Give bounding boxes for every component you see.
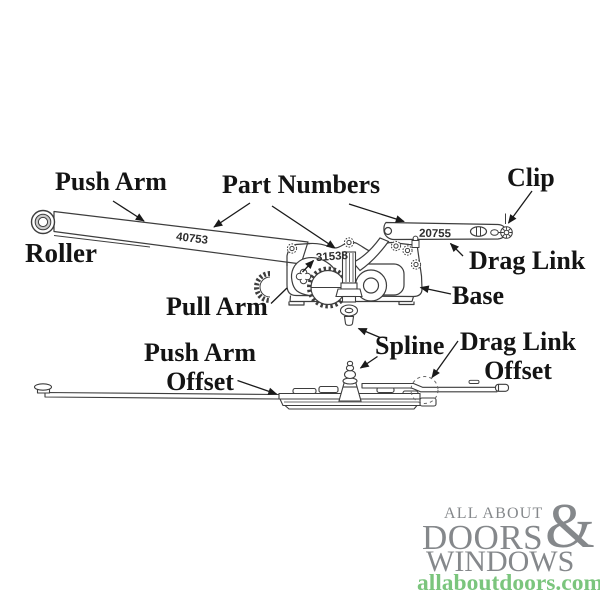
base-arrow <box>419 285 452 295</box>
push-arm-offset-line1: Push Arm <box>144 338 256 367</box>
drag-link-arrow <box>449 242 464 257</box>
clip-drawing <box>490 213 513 239</box>
logo-website: allaboutdoors.com <box>417 570 600 596</box>
spline-label: Spline <box>375 331 445 360</box>
push-arm-label: Push Arm <box>55 167 167 196</box>
pull-arm-label: Pull Arm <box>166 292 268 321</box>
bearing-boss-drawing <box>354 269 388 302</box>
roller-drawing <box>30 209 56 235</box>
push-arm-arrow <box>112 200 145 222</box>
drag-link-offset-line1: Drag Link <box>459 327 577 356</box>
part-numbers-arrow-middle <box>271 205 336 249</box>
push-arm-offset-label: Push Arm Offset <box>130 338 270 396</box>
offset-highlight-circle <box>410 376 439 404</box>
spline-lower-drawing <box>338 360 362 402</box>
roller-label: Roller <box>25 238 97 268</box>
spline-arrow-upper <box>357 327 381 339</box>
part-numbers-arrow-left <box>213 202 251 228</box>
leader-arrows <box>112 190 533 395</box>
part-numbers-label: Part Numbers <box>222 170 381 199</box>
drag-link-offset-arrow <box>431 340 459 379</box>
push-arm-offset-line2: Offset <box>166 367 234 396</box>
logo-word-doors: DOORS <box>422 518 544 557</box>
logo-word-windows: WINDOWS <box>426 545 575 578</box>
spline-upper-drawing <box>335 251 363 326</box>
clip-label: Clip <box>507 163 555 192</box>
drag-link-elbow-drawing <box>352 237 390 272</box>
clip-arrow <box>507 190 533 224</box>
pull-arm-arrow <box>302 259 315 273</box>
drag-link-label: Drag Link <box>469 246 586 275</box>
logo-ampersand: & <box>545 490 595 561</box>
logo-tagline: ALL ABOUT <box>444 505 544 522</box>
pull-arm-leader <box>270 287 288 304</box>
base-label: Base <box>452 281 504 310</box>
screw-bosses-drawing <box>286 235 422 270</box>
drag-link-offset-line2: Offset <box>484 356 552 385</box>
spline-arrow-lower <box>359 355 378 369</box>
clover-hole <box>295 268 312 285</box>
part-numbers-arrow-right <box>348 203 405 223</box>
drag-link-offset-label: Drag Link Offset <box>453 327 583 385</box>
pull-arm-part-number: 31538 <box>315 249 349 265</box>
sector-gear-drawing <box>254 271 271 303</box>
drag-link-part-number: 20755 <box>418 227 452 241</box>
lower-operator-drawing <box>33 379 510 410</box>
push-arm-offset-arrow <box>237 379 278 395</box>
